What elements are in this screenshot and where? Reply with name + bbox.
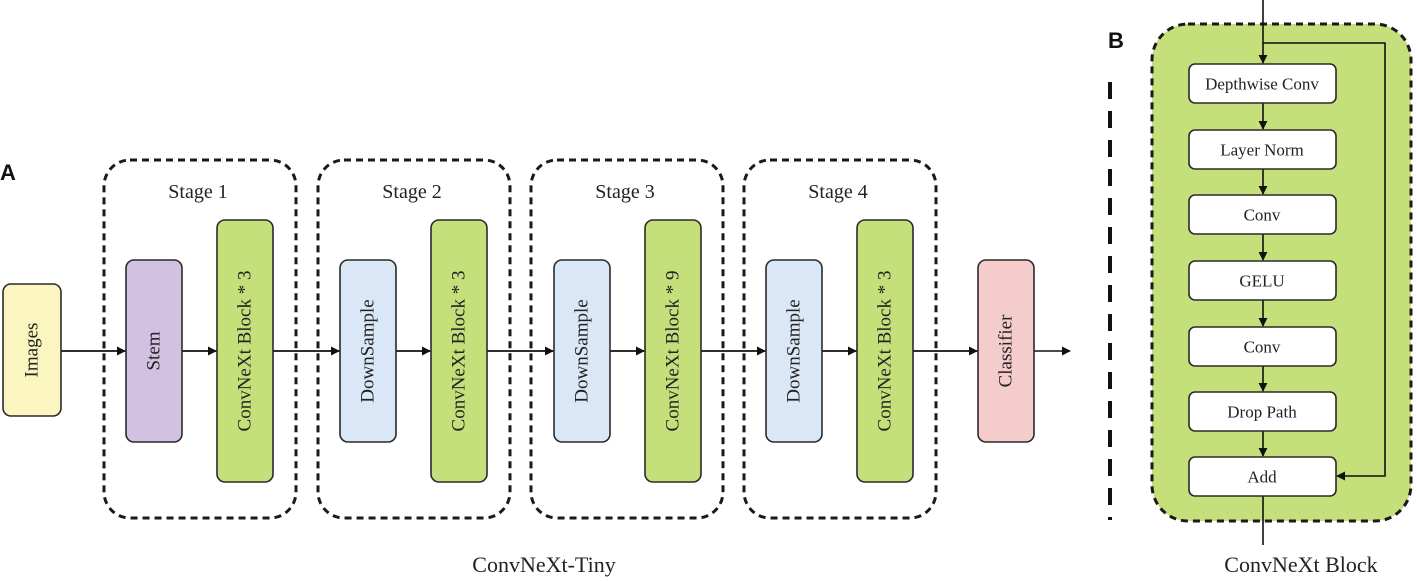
stage-3-downsample-node [553,259,611,443]
stage-2-downsample-node [339,259,397,443]
layer-drop-path-label: Drop Path [1227,403,1297,422]
stage-2-block-node [430,219,488,483]
stem-label: Stem [144,331,165,370]
stage-4-block-label: ConvNeXt Block * 3 [875,271,896,432]
layer-layer-norm: Layer Norm [1188,129,1337,170]
layer-depthwise-conv-label: Depthwise Conv [1205,75,1319,94]
classifier-node: Classifier [977,259,1035,443]
layer-add: Add [1188,456,1337,497]
stage-1-block-node [216,219,274,483]
convnext-block-caption: ConvNeXt Block [1224,552,1377,577]
stage-2: Stage 2 DownSample ConvNeXt Block * 3 [316,158,512,520]
layer-conv-2-label: Conv [1244,338,1281,357]
classifier-label: Classifier [996,314,1017,387]
layer-layer-norm-label: Layer Norm [1220,141,1304,160]
layer-conv-1: Conv [1188,194,1337,235]
stage-3-block-node [644,219,702,483]
layer-conv-2: Conv [1188,326,1337,367]
stage-4-downsample-label: DownSample [784,299,805,402]
panel-label-a: A [0,160,16,185]
stage-1: Stage 1 Stem ConvNeXt Block * 3 [102,158,298,520]
layer-gelu: GELU [1188,260,1337,301]
stage-2-block-label: ConvNeXt Block * 3 [449,271,470,432]
stage-3-block-label: ConvNeXt Block * 9 [663,271,684,432]
layer-gelu-label: GELU [1239,272,1284,291]
panel-label-b: B [1108,28,1124,53]
stage-3-downsample-label: DownSample [572,299,593,402]
stage-4: Stage 4 DownSample ConvNeXt Block * 3 [742,158,938,520]
images-label: Images [22,323,43,378]
stage-3-title: Stage 3 [595,181,654,203]
stage-4-downsample-node [765,259,823,443]
images-node: Images [2,283,62,417]
layer-drop-path: Drop Path [1188,391,1337,432]
stage-3: Stage 3 DownSample ConvNeXt Block * 9 [529,158,725,520]
stage-1-block-label: ConvNeXt Block * 3 [235,271,256,432]
residual-connection-arrow [1263,42,1386,481]
stem-node [125,259,183,443]
stage-4-block-node [856,219,914,483]
stage-1-title: Stage 1 [168,181,227,203]
layer-add-label: Add [1247,468,1277,487]
convnext-tiny-caption: ConvNeXt-Tiny [472,552,615,577]
stage-2-downsample-label: DownSample [358,299,379,402]
layer-depthwise-conv: Depthwise Conv [1188,63,1337,104]
stage-2-title: Stage 2 [382,181,441,203]
layer-conv-1-label: Conv [1244,206,1281,225]
stage-4-title: Stage 4 [808,181,867,203]
